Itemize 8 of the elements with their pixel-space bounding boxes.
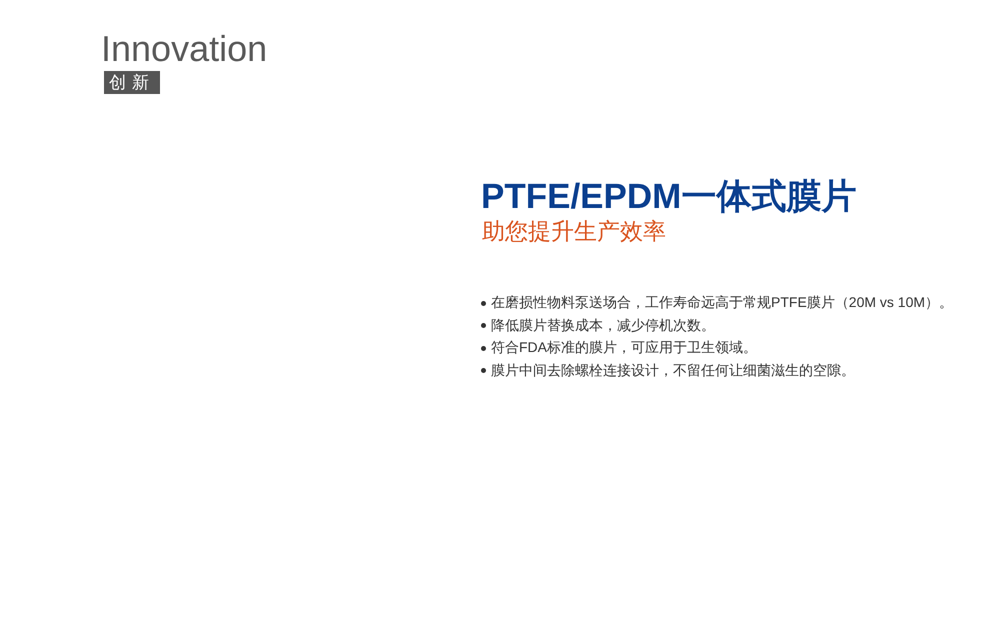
product-title: PTFE/EPDM一体式膜片: [481, 176, 856, 218]
section-heading: Innovation: [101, 28, 268, 70]
feature-text: 符合FDA标准的膜片，可应用于卫生领域。: [491, 339, 757, 355]
product-subtitle: 助您提升生产效率: [482, 217, 666, 245]
section-tag: 创新: [104, 71, 160, 94]
feature-text: 膜片中间去除螺栓连接设计，不留任何让细菌滋生的空隙。: [491, 362, 855, 378]
feature-text: 降低膜片替换成本，减少停机次数。: [491, 316, 715, 332]
feature-text: 在磨损性物料泵送场合，工作寿命远高于常规PTFE膜片（20M vs 10M）。: [491, 294, 954, 310]
